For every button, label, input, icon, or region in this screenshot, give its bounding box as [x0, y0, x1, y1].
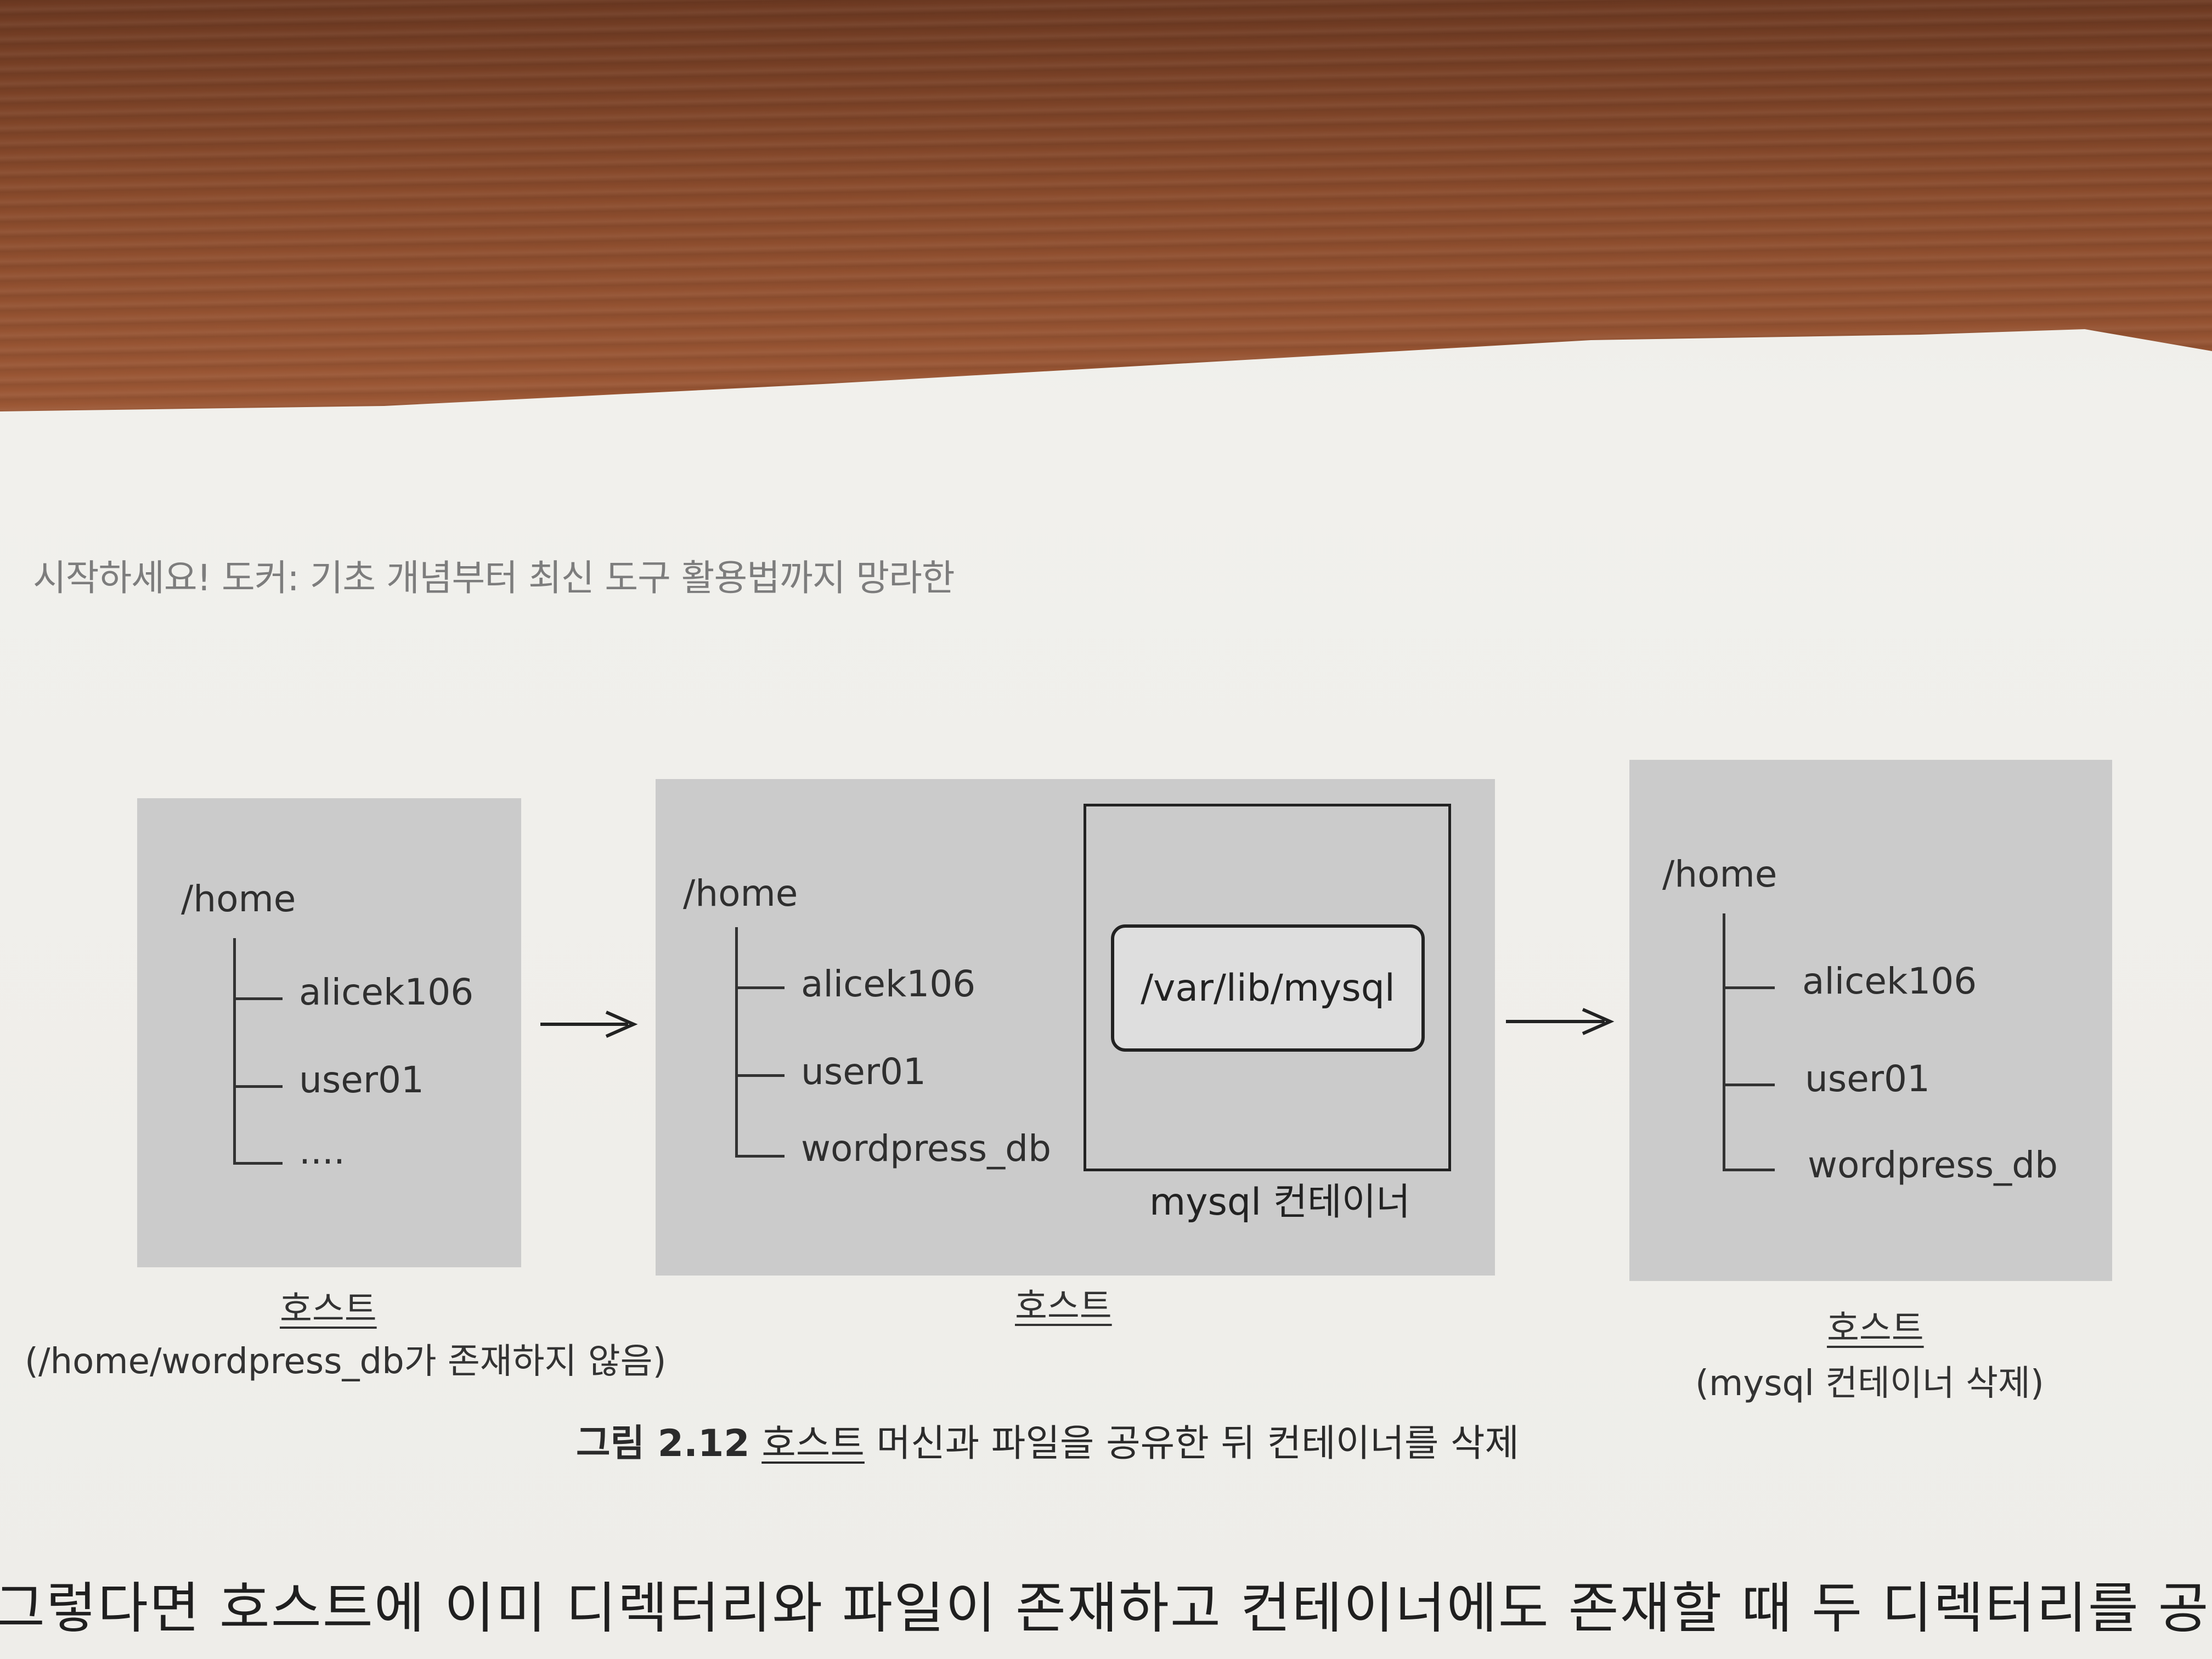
- panel-sublabel: (mysql 컨테이너 삭제): [1695, 1363, 2044, 1404]
- figure-caption-text: 머신과 파일을 공유한 뒤 컨테이너를 삭제: [876, 1422, 1520, 1465]
- arrow-right-icon: [1506, 1008, 1615, 1035]
- figure-caption: 그림 2.12 호스트 머신과 파일을 공유한 뒤 컨테이너를 삭제: [576, 1413, 1519, 1467]
- figure-number: 그림 2.12: [576, 1422, 750, 1465]
- mysql-container-box: [1084, 804, 1451, 1171]
- directory-entry: wordpress_db: [801, 1127, 1051, 1170]
- host-panel-before: [137, 798, 521, 1267]
- tree-branch: [233, 997, 283, 1000]
- container-volume-path: /var/lib/mysql: [1141, 966, 1395, 1010]
- tree-branch: [735, 1155, 785, 1158]
- directory-entry: ....: [299, 1130, 345, 1172]
- running-head: 시작하세요! 도커: 기초 개념부터 최신 도구 활용법까지 망라한: [33, 557, 955, 599]
- directory-entry: user01: [299, 1059, 424, 1101]
- tree-branch: [735, 986, 785, 989]
- panel-sublabel: (/home/wordpress_db가 존재하지 않음): [25, 1341, 667, 1382]
- directory-entry: alicek106: [299, 971, 474, 1013]
- host-panel-after: [1629, 760, 2112, 1281]
- directory-entry: user01: [1805, 1058, 1930, 1100]
- body-paragraph: 그렇다면 호스트에 이미 디렉터리와 파일이 존재하고 컨테이너에도 존재할 때…: [0, 1576, 2212, 1640]
- tree-branch: [1723, 1169, 1775, 1171]
- panel-label: 호스트: [1827, 1308, 1924, 1349]
- root-path-label: /home: [683, 872, 798, 915]
- directory-entry: user01: [801, 1051, 926, 1093]
- directory-entry: alicek106: [1802, 960, 1977, 1002]
- root-path-label: /home: [1662, 853, 1778, 895]
- tree-branch: [233, 1162, 283, 1165]
- tree-trunk: [1723, 913, 1725, 1171]
- tree-trunk: [233, 938, 236, 1163]
- panel-label: 호스트: [1015, 1286, 1112, 1327]
- tree-branch: [735, 1074, 785, 1077]
- container-volume-path-box: /var/lib/mysql: [1111, 924, 1425, 1052]
- directory-entry: alicek106: [801, 963, 976, 1005]
- arrow-right-icon: [540, 1011, 638, 1038]
- tree-branch: [1723, 986, 1775, 989]
- directory-entry: wordpress_db: [1808, 1144, 2058, 1186]
- panel-label: 호스트: [280, 1289, 377, 1330]
- tree-branch: [1723, 1084, 1775, 1086]
- tree-branch: [233, 1085, 283, 1088]
- container-label: mysql 컨테이너: [1149, 1181, 1410, 1224]
- figure-caption-host: 호스트: [761, 1422, 865, 1465]
- root-path-label: /home: [181, 878, 296, 920]
- tree-trunk: [735, 927, 738, 1158]
